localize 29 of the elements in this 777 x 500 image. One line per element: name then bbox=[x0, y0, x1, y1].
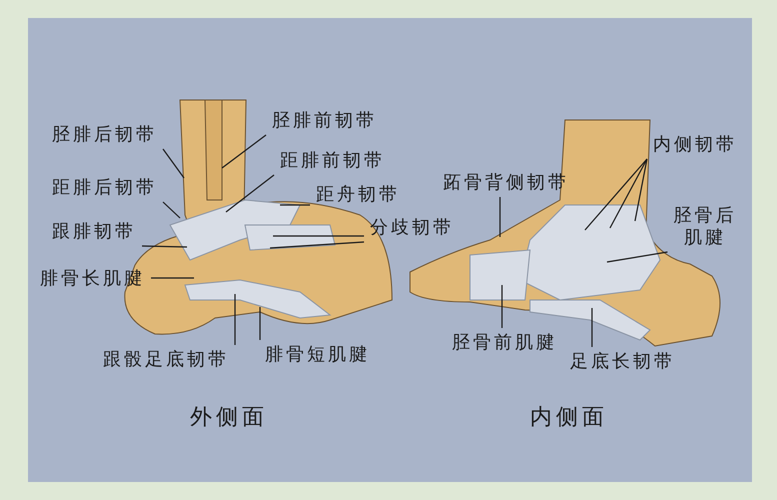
leader-line bbox=[584, 158, 648, 230]
leader-line bbox=[499, 197, 501, 237]
leader-line bbox=[222, 134, 266, 168]
part-label: 跟腓韧带 bbox=[52, 221, 136, 243]
part-label: 距腓后韧带 bbox=[52, 177, 157, 199]
part-label: 距腓前韧带 bbox=[280, 150, 385, 172]
part-label: 胫腓后韧带 bbox=[52, 124, 157, 146]
leader-line bbox=[151, 277, 194, 279]
leader-line bbox=[609, 158, 648, 228]
leader-line bbox=[162, 148, 184, 178]
part-label: 距舟韧带 bbox=[316, 184, 400, 206]
leader-line bbox=[270, 241, 364, 249]
leader-line bbox=[234, 294, 236, 345]
part-label: 胫骨后肌腱 bbox=[668, 205, 742, 249]
part-label: 足底长韧带 bbox=[570, 351, 675, 373]
leader-line bbox=[273, 235, 364, 237]
leader-line bbox=[501, 285, 503, 328]
part-label: 腓骨短肌腱 bbox=[265, 344, 370, 366]
leader-line bbox=[259, 307, 261, 340]
leader-line bbox=[162, 202, 180, 218]
leader-line bbox=[591, 308, 593, 347]
part-label: 跟骰足底韧带 bbox=[103, 349, 229, 371]
view-caption: 内侧面 bbox=[530, 404, 608, 432]
part-label: 内侧韧带 bbox=[653, 134, 737, 156]
part-label: 胫骨前肌腱 bbox=[452, 332, 557, 354]
leader-line bbox=[226, 174, 274, 212]
part-label: 胫腓前韧带 bbox=[272, 110, 377, 132]
leader-line bbox=[634, 158, 648, 222]
view-caption: 外侧面 bbox=[190, 404, 268, 432]
